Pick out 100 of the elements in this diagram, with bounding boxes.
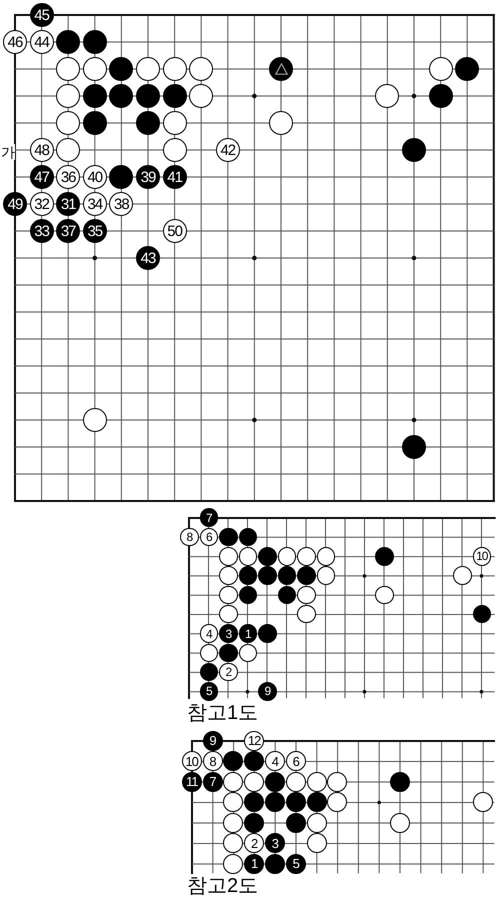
go-stone (30, 138, 54, 162)
go-stone (238, 624, 258, 643)
go-stone (316, 547, 336, 566)
move-number: 44 (34, 34, 49, 50)
go-stone (219, 662, 238, 682)
move-number: 43 (140, 250, 156, 266)
go-stone (278, 547, 296, 566)
go-stone (82, 219, 107, 243)
go-stone (286, 751, 306, 772)
go-stone (223, 812, 244, 833)
go-stone (258, 682, 277, 701)
go-stone (278, 566, 296, 585)
go-stone (258, 624, 277, 643)
go-stone (327, 792, 348, 812)
go-stone (238, 547, 258, 566)
go-stone (297, 547, 316, 566)
move-number: 1 (244, 628, 251, 640)
go-stone (219, 586, 238, 604)
go-stone (56, 219, 80, 243)
go-stone (182, 772, 202, 792)
go-stone (180, 528, 199, 546)
go-stone (162, 219, 187, 243)
go-stone (264, 792, 285, 812)
go-stone (30, 192, 54, 216)
go-stone (316, 566, 336, 585)
go-stone (244, 792, 264, 812)
move-number: 37 (60, 224, 76, 238)
go-stone (30, 219, 54, 243)
move-number: 3 (272, 836, 278, 850)
go-stone (162, 84, 187, 108)
go-stone (219, 547, 238, 566)
go-stone (56, 138, 80, 162)
move-number: 6 (206, 531, 212, 543)
go-stone (200, 644, 218, 662)
go-stone (278, 586, 296, 604)
move-number: 4 (206, 628, 212, 640)
go-stone (244, 772, 264, 792)
move-number: 7 (209, 775, 216, 788)
go-stone (238, 644, 258, 662)
go-stone (264, 833, 285, 854)
move-number: 8 (209, 754, 216, 768)
go-stone (56, 84, 80, 108)
go-stone (472, 604, 492, 624)
go-stone (306, 812, 326, 833)
go-stone (219, 566, 238, 585)
go-stone (219, 528, 238, 546)
move-number: 6 (292, 754, 299, 768)
go-stone (162, 111, 187, 135)
go-stone (223, 854, 244, 874)
go-stone (136, 111, 160, 135)
go-stone (238, 566, 258, 585)
go-stone (402, 435, 426, 459)
move-number: 5 (292, 857, 299, 870)
go-stone (238, 528, 258, 546)
go-stone (306, 833, 326, 854)
move-number: 3 (225, 628, 232, 640)
go-stone (189, 84, 214, 108)
go-stone (109, 57, 134, 81)
move-number: 48 (34, 142, 49, 158)
go-stone (258, 566, 277, 585)
go-stone (136, 57, 160, 81)
go-stone (244, 730, 264, 751)
go-stone (306, 792, 326, 812)
go-stone (82, 408, 107, 432)
go-stone (219, 644, 238, 662)
go-stone (136, 165, 160, 189)
go-stone (200, 508, 218, 527)
go-stone (200, 624, 218, 643)
move-number: 45 (34, 8, 49, 22)
go-stone (82, 57, 107, 81)
go-stone (375, 586, 394, 604)
move-number: 2 (250, 836, 258, 850)
move-number: 9 (209, 734, 216, 748)
move-number: 46 (8, 34, 22, 50)
go-stone (82, 84, 107, 108)
go-stone (244, 854, 264, 874)
move-number: 40 (87, 170, 102, 184)
go-stone (30, 30, 54, 54)
go-stone (269, 57, 293, 81)
go-stone (306, 772, 326, 792)
go-stone (82, 192, 107, 216)
go-stone (56, 30, 80, 54)
go-stone (82, 30, 107, 54)
go-stone (109, 84, 134, 108)
go-stone (264, 854, 285, 874)
go-stone (136, 84, 160, 108)
go-stone (3, 192, 27, 216)
go-stone (182, 751, 202, 772)
move-number: 7 (206, 512, 212, 524)
diagram-caption: 참고2도 (187, 875, 258, 897)
go-stone (264, 751, 285, 772)
move-number: 34 (87, 196, 102, 212)
go-stone (162, 138, 187, 162)
go-stone (297, 566, 316, 585)
go-stone (244, 812, 264, 833)
move-number: 1 (250, 857, 258, 870)
go-stone (82, 111, 107, 135)
go-stone (428, 84, 453, 108)
point-label: 가 (1, 144, 15, 160)
go-stone (219, 624, 238, 643)
